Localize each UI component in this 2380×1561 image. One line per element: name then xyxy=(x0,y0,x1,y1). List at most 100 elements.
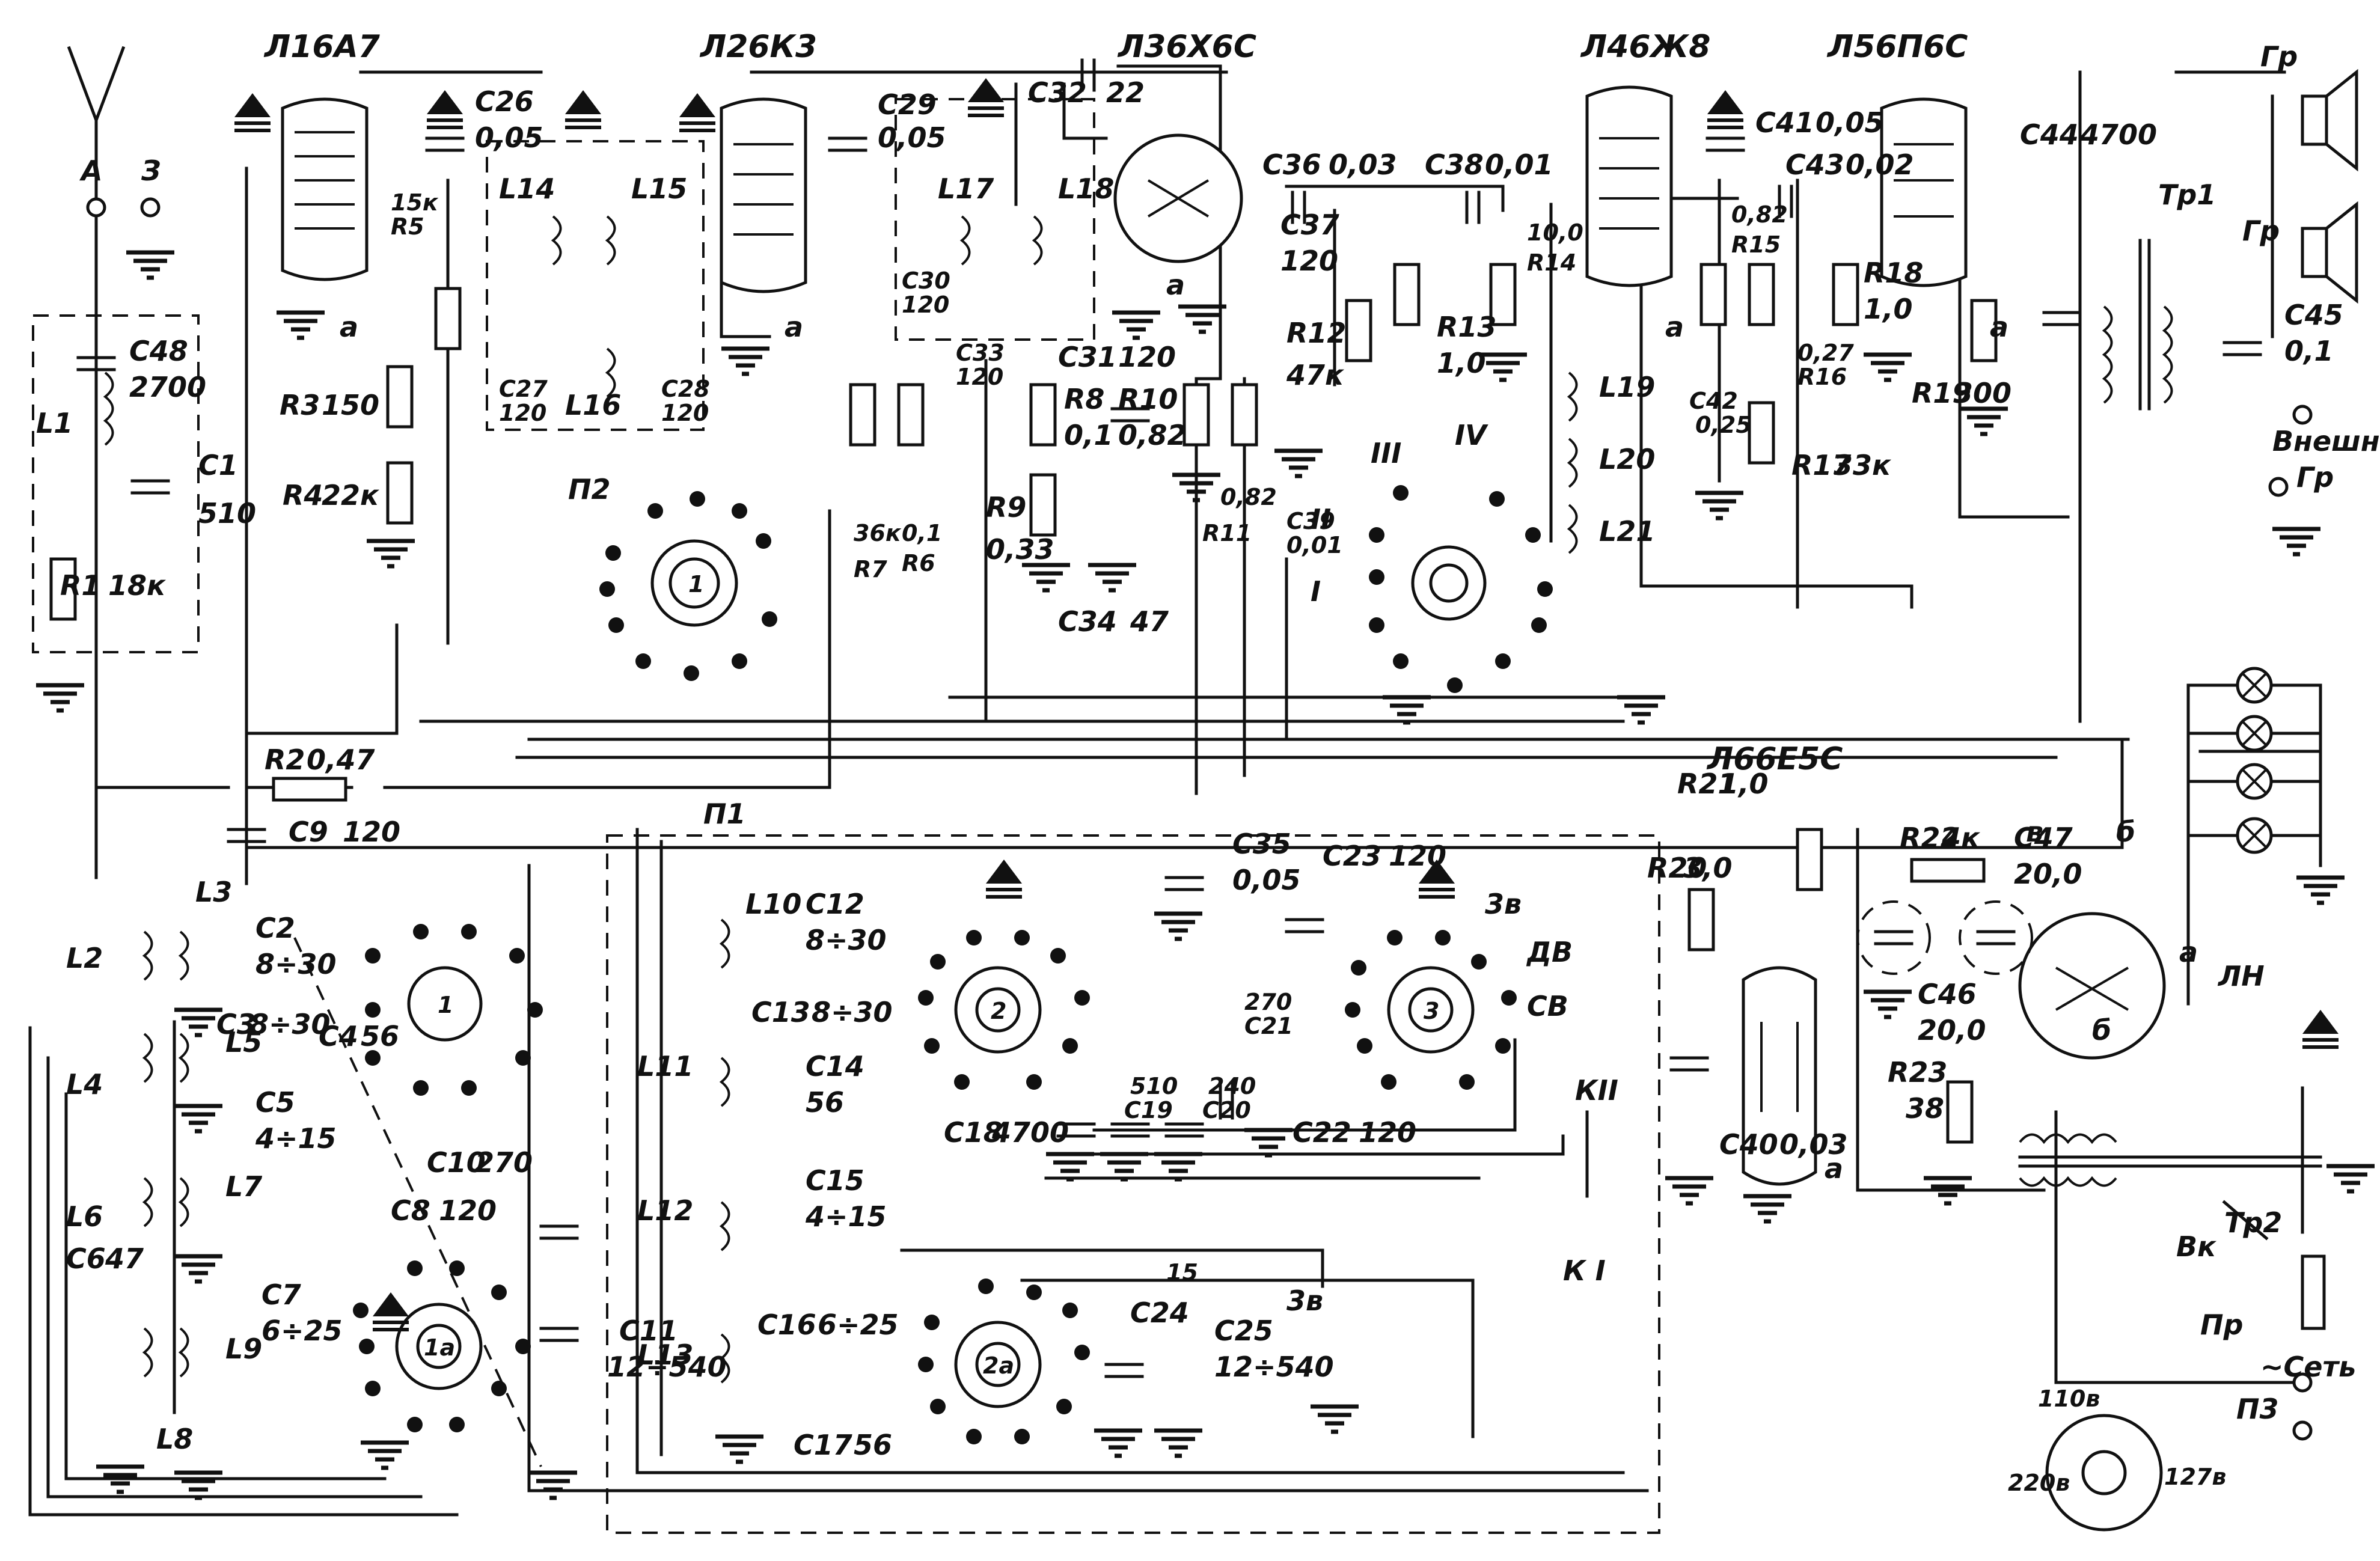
svg-text:120: 120 xyxy=(439,1194,497,1227)
svg-text:120: 120 xyxy=(1389,840,1446,872)
svg-text:R15: R15 xyxy=(1731,231,1781,258)
wafer-2a[interactable]: 2a xyxy=(918,1278,1090,1444)
svg-text:C48: C48 xyxy=(129,335,188,367)
svg-text:8÷30: 8÷30 xyxy=(249,1008,331,1040)
speaker-2: Гр xyxy=(2242,201,2358,304)
wafer-1a[interactable]: 1a xyxy=(353,1260,531,1432)
svg-text:0,1: 0,1 xyxy=(902,520,942,546)
power-switch-label: Вк xyxy=(2176,1230,2217,1263)
cap-symbols xyxy=(76,58,2262,1378)
svg-text:0,01: 0,01 xyxy=(1485,148,1553,181)
svg-text:0,82: 0,82 xyxy=(1731,201,1788,228)
svg-text:C43: C43 xyxy=(1785,148,1844,181)
svg-text:1a: 1a xyxy=(424,1334,455,1361)
wafer-4[interactable] xyxy=(1369,485,1553,693)
svg-text:C33: C33 xyxy=(956,340,1005,366)
svg-text:а: а xyxy=(2179,936,2198,968)
svg-text:КII: КII xyxy=(1575,1074,1618,1107)
svg-text:а: а xyxy=(785,311,803,343)
svg-text:2: 2 xyxy=(991,998,1006,1024)
volt-127-label: 127в xyxy=(2164,1464,2226,1490)
tube-L5-label: Л56П6С xyxy=(1826,29,1968,65)
svg-text:8÷30: 8÷30 xyxy=(812,996,893,1028)
svg-text:C18: C18 xyxy=(944,1116,1003,1149)
svg-text:C16: C16 xyxy=(757,1309,816,1341)
svg-text:L10: L10 xyxy=(745,888,801,920)
svg-text:C45: C45 xyxy=(2284,299,2343,331)
svg-text:510: 510 xyxy=(1130,1073,1178,1099)
svg-text:L12: L12 xyxy=(637,1194,693,1227)
svg-text:38: 38 xyxy=(1906,1092,1944,1125)
svg-text:C24: C24 xyxy=(1130,1297,1189,1329)
svg-text:12÷540: 12÷540 xyxy=(607,1351,727,1383)
svg-text:510: 510 xyxy=(198,497,256,530)
svg-text:СВ: СВ xyxy=(1527,990,1568,1022)
svg-text:R23: R23 xyxy=(1888,1056,1947,1089)
svg-text:C8: C8 xyxy=(391,1194,430,1227)
svg-text:120: 120 xyxy=(499,400,546,426)
svg-text:20,0: 20,0 xyxy=(2014,858,2082,890)
svg-text:R13: R13 xyxy=(1437,311,1496,343)
svg-text:1: 1 xyxy=(438,992,453,1018)
svg-text:C21: C21 xyxy=(1244,1013,1293,1039)
svg-text:R14: R14 xyxy=(1527,249,1576,276)
svg-text:56: 56 xyxy=(854,1429,892,1461)
svg-text:L7: L7 xyxy=(225,1170,262,1203)
svg-text:R1: R1 xyxy=(60,569,100,602)
svg-text:C14: C14 xyxy=(806,1050,864,1083)
svg-text:C10: C10 xyxy=(427,1146,486,1179)
svg-text:I: I xyxy=(1311,575,1321,608)
tube-L2: Л26К3 xyxy=(699,29,817,293)
svg-text:15к: 15к xyxy=(391,189,439,216)
wafer-2[interactable]: 2 xyxy=(918,930,1090,1090)
svg-text:R19: R19 xyxy=(1912,377,1971,409)
wafer-1[interactable]: 1 xyxy=(365,924,543,1096)
rectifier-tube xyxy=(2018,912,2166,1060)
svg-text:22: 22 xyxy=(1106,76,1145,109)
svg-text:C4: C4 xyxy=(319,1020,358,1052)
tube-L4-label: Л46Ж8 xyxy=(1580,29,1710,65)
svg-text:20,0: 20,0 xyxy=(1918,1014,1986,1046)
svg-text:R16: R16 xyxy=(1797,364,1847,390)
svg-text:22к: 22к xyxy=(322,479,380,512)
svg-text:36к: 36к xyxy=(854,520,902,546)
svg-text:C35: C35 xyxy=(1232,828,1291,860)
svg-text:4700: 4700 xyxy=(2079,118,2157,151)
svg-text:C46: C46 xyxy=(1918,978,1977,1010)
svg-text:L4: L4 xyxy=(66,1068,103,1101)
svg-text:3: 3 xyxy=(1424,998,1439,1024)
svg-text:3,0: 3,0 xyxy=(1683,852,1733,884)
svg-text:120: 120 xyxy=(661,400,709,426)
svg-text:C37: C37 xyxy=(1280,209,1339,241)
svg-text:C23: C23 xyxy=(1323,840,1381,872)
svg-text:C20: C20 xyxy=(1202,1097,1251,1123)
wafer-3[interactable]: 3 xyxy=(1345,930,1517,1090)
svg-text:R2: R2 xyxy=(265,744,305,776)
svg-text:а: а xyxy=(1166,269,1185,301)
switch-P3[interactable]: П3 xyxy=(2045,1393,2279,1532)
coil-labels: L1 L2 L3 L4 L5 L6 L7 L8 L9 L10 L11 L12 L… xyxy=(36,173,1655,1455)
svg-text:а: а xyxy=(1990,311,2008,343)
wafer-P2[interactable]: 1 П2 xyxy=(568,473,777,681)
switch-P3-label: П3 xyxy=(2236,1393,2279,1425)
wiring xyxy=(28,64,2322,1517)
svg-text:C42: C42 xyxy=(1689,388,1738,414)
svg-text:C11: C11 xyxy=(619,1315,678,1347)
svg-text:C36: C36 xyxy=(1262,148,1321,181)
svg-text:18к: 18к xyxy=(108,569,167,602)
svg-text:47: 47 xyxy=(1130,605,1169,638)
svg-text:47к: 47к xyxy=(1286,359,1345,391)
svg-text:0,33: 0,33 xyxy=(986,533,1054,566)
volt-220-label: 220в xyxy=(2008,1470,2070,1496)
svg-text:б: б xyxy=(2116,816,2135,848)
svg-text:C25: C25 xyxy=(1214,1315,1273,1347)
svg-text:R9: R9 xyxy=(986,491,1026,524)
svg-text:R22: R22 xyxy=(1900,822,1959,854)
svg-text:0,1: 0,1 xyxy=(1064,419,1113,451)
output-transformer-label: Тр1 xyxy=(2158,179,2216,211)
svg-text:C19: C19 xyxy=(1124,1097,1173,1123)
svg-text:4÷15: 4÷15 xyxy=(255,1122,337,1155)
svg-text:R11: R11 xyxy=(1202,520,1252,546)
svg-text:2700: 2700 xyxy=(129,371,206,403)
